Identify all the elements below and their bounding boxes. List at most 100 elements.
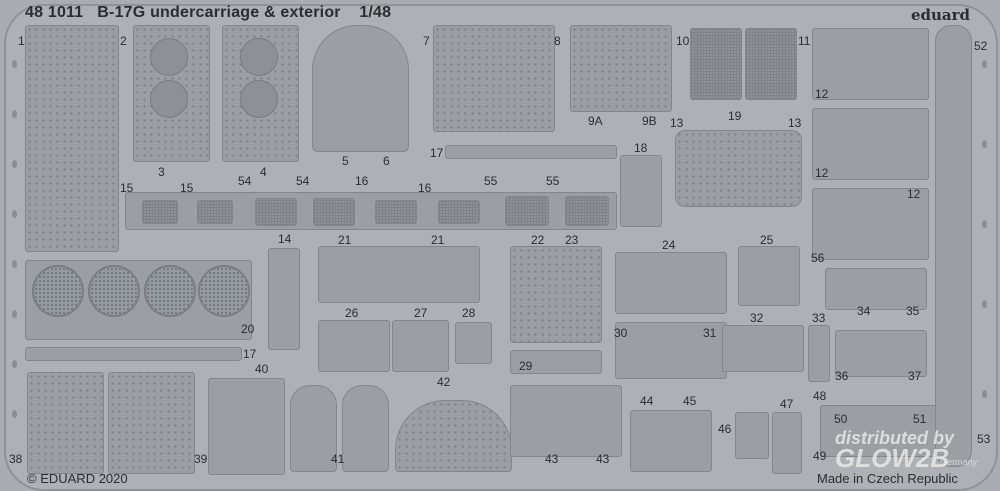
vent-drop xyxy=(12,160,17,168)
part-54b xyxy=(313,198,355,226)
part-label: 37 xyxy=(908,369,922,383)
part-41a xyxy=(290,385,337,472)
part-label: 50 xyxy=(834,412,848,426)
part-label: 24 xyxy=(662,238,676,252)
part-label: 21 xyxy=(338,233,352,247)
part-label: 15 xyxy=(120,181,134,195)
part-label: 33 xyxy=(812,311,826,325)
copyright: © EDUARD 2020 xyxy=(27,471,128,486)
part-label: 13 xyxy=(670,116,684,130)
part-label: 45 xyxy=(683,394,697,408)
part-label: 27 xyxy=(414,306,428,320)
part-15 xyxy=(142,200,178,224)
vent-drop xyxy=(12,260,17,268)
part-label: 22 xyxy=(531,233,545,247)
part-25 xyxy=(738,246,800,306)
part-14 xyxy=(268,248,300,350)
part-label: 32 xyxy=(750,311,764,325)
part-label: 39 xyxy=(194,452,208,466)
part-16 xyxy=(375,200,417,224)
part-5-6 xyxy=(312,25,409,152)
product-code: 48 1011 xyxy=(25,4,84,21)
sheet-title: 48 1011 B-17G undercarriage & exterior 1… xyxy=(25,4,391,22)
vent-drop xyxy=(12,410,17,418)
part-55b xyxy=(565,196,609,226)
part-30-31 xyxy=(615,322,727,379)
part-11 xyxy=(812,28,929,100)
part-label: 2 xyxy=(120,34,127,48)
part-label: 40 xyxy=(255,362,269,376)
part-55 xyxy=(505,196,549,226)
part-label: 51 xyxy=(913,412,927,426)
vent-drop xyxy=(12,110,17,118)
part-10b xyxy=(745,28,797,100)
part-label: 41 xyxy=(331,452,345,466)
part-10a xyxy=(690,28,742,100)
part-label: 8 xyxy=(554,34,561,48)
part-15b xyxy=(197,200,233,224)
part-hole xyxy=(240,38,278,76)
part-26 xyxy=(318,320,390,372)
part-label: 9A xyxy=(588,114,603,128)
part-20-disc xyxy=(198,265,250,317)
part-label: 49 xyxy=(813,449,827,463)
part-29 xyxy=(510,350,602,374)
part-label: 23 xyxy=(565,233,579,247)
part-39 xyxy=(108,372,195,474)
part-hole xyxy=(150,38,188,76)
part-label: 46 xyxy=(718,422,732,436)
vent-drop xyxy=(12,210,17,218)
part-hole xyxy=(240,80,278,118)
part-label: 30 xyxy=(614,326,628,340)
part-label: 42 xyxy=(437,375,451,389)
part-19 xyxy=(675,130,802,207)
part-17 xyxy=(445,145,617,159)
part-label: 3 xyxy=(158,165,165,179)
part-12 xyxy=(812,108,929,180)
part-46 xyxy=(735,412,769,459)
eduard-logo: eduard xyxy=(910,6,970,24)
part-54 xyxy=(255,198,297,226)
part-label: 52 xyxy=(974,39,988,53)
part-label: 12 xyxy=(815,166,829,180)
watermark-logo: GLOW2B xyxy=(835,443,950,473)
vent-drop xyxy=(982,140,987,148)
part-9 xyxy=(570,25,672,112)
part-33 xyxy=(808,325,830,382)
part-21 xyxy=(318,246,480,303)
part-label: 5 xyxy=(342,154,349,168)
part-42 xyxy=(395,400,512,472)
vent-drop xyxy=(12,310,17,318)
vent-drop xyxy=(982,300,987,308)
part-28 xyxy=(455,322,492,364)
part-label: 12 xyxy=(815,87,829,101)
part-32 xyxy=(722,325,804,372)
part-label: 19 xyxy=(728,109,742,123)
part-label: 55 xyxy=(484,174,498,188)
part-label: 35 xyxy=(906,304,920,318)
part-label: 6 xyxy=(383,154,390,168)
part-16b xyxy=(438,200,480,224)
part-12b xyxy=(812,188,929,260)
part-label: 14 xyxy=(278,232,292,246)
part-22-23 xyxy=(510,246,602,343)
part-label: 54 xyxy=(296,174,310,188)
part-36-37 xyxy=(835,330,927,377)
part-1 xyxy=(25,25,119,252)
part-20-disc xyxy=(144,265,196,317)
part-20-disc xyxy=(32,265,84,317)
part-label: 28 xyxy=(462,306,476,320)
part-label: 12 xyxy=(907,187,921,201)
watermark-distributed: distributed by xyxy=(835,428,955,448)
part-24 xyxy=(615,252,727,314)
part-27 xyxy=(392,320,449,372)
part-label: 13 xyxy=(788,116,802,130)
part-label: 53 xyxy=(977,432,991,446)
part-label: 43 xyxy=(596,452,610,466)
part-label: 17 xyxy=(243,347,257,361)
part-label: 56 xyxy=(811,251,825,265)
part-7-8 xyxy=(433,25,555,132)
part-label: 54 xyxy=(238,174,252,188)
part-17b xyxy=(25,347,242,361)
part-label: 9B xyxy=(642,114,657,128)
